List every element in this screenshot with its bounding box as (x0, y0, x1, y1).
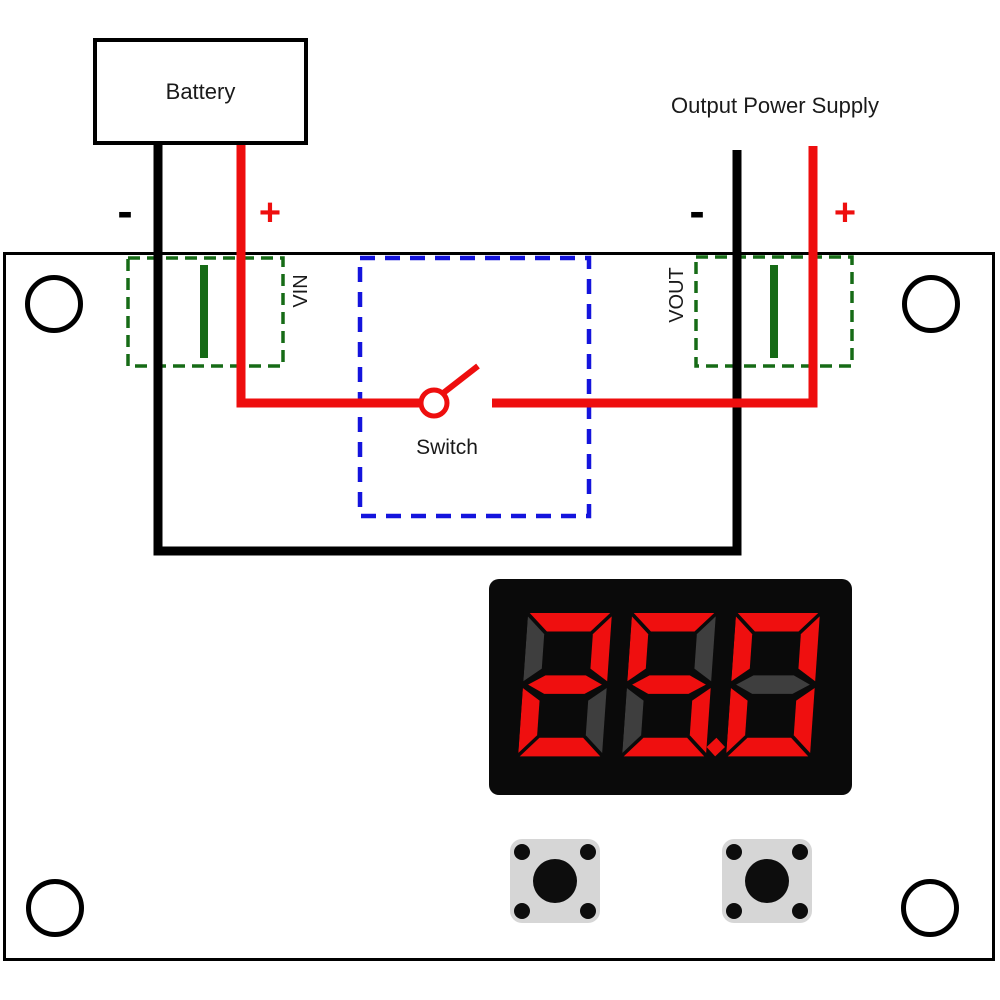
seven-segment-digit (726, 613, 820, 757)
button-pin-icon (726, 844, 742, 860)
output-plus-sign: + (833, 192, 857, 234)
segment-g (632, 675, 706, 694)
segment-f (627, 616, 649, 682)
switch-region-box (357, 255, 592, 519)
segment-a (529, 613, 611, 632)
segment-c (793, 688, 815, 753)
button-pin-icon (514, 903, 530, 919)
battery-block: Battery (93, 38, 308, 145)
segment-b (798, 616, 820, 682)
positive-wire-output-side (492, 146, 818, 408)
switch-contact-circle (418, 387, 450, 419)
seven-segment-digits (518, 613, 840, 758)
mounting-hole-top-left (25, 275, 83, 333)
vout-terminal-bar (770, 265, 778, 358)
seven-segment-display (489, 579, 852, 795)
vout-label: VOUT (666, 267, 688, 323)
output-power-supply-label: Output Power Supply (671, 93, 879, 118)
segment-b (694, 616, 716, 682)
segment-e (726, 688, 748, 753)
output-minus-sign: - (689, 185, 705, 237)
button-pin-icon (792, 903, 808, 919)
vin-label: VIN (290, 274, 312, 308)
battery-label: Battery (165, 78, 236, 104)
segment-g (736, 675, 810, 694)
negative-wire (153, 145, 742, 556)
segment-f (731, 616, 753, 682)
button-plunger-icon (533, 859, 577, 903)
mounting-hole-bottom-right (901, 879, 959, 937)
switch-arm (440, 363, 480, 397)
button-pin-icon (726, 903, 742, 919)
decimal-point (706, 737, 726, 757)
seven-segment-digit (518, 613, 612, 757)
button-pin-icon (514, 844, 530, 860)
segment-a (633, 613, 715, 632)
mounting-hole-bottom-left (26, 879, 84, 937)
vin-terminal-box (126, 256, 285, 368)
vin-terminal-bar (200, 265, 208, 358)
segment-g (528, 675, 602, 694)
tact-button-left (510, 839, 600, 923)
mounting-hole-top-right (902, 275, 960, 333)
button-pin-icon (580, 903, 596, 919)
segment-e (622, 688, 644, 753)
battery-minus-sign: - (117, 185, 133, 237)
segment-d (519, 737, 601, 757)
switch-label: Switch (416, 436, 478, 459)
segment-d (727, 737, 809, 757)
positive-wire-battery-side (236, 145, 421, 408)
vout-terminal-box (694, 255, 854, 368)
segment-c (689, 688, 711, 753)
button-plunger-icon (745, 859, 789, 903)
segment-f (523, 616, 545, 682)
segment-b (590, 616, 612, 682)
battery-plus-sign: + (258, 192, 282, 234)
segment-c (585, 688, 607, 753)
button-pin-icon (792, 844, 808, 860)
button-pin-icon (580, 844, 596, 860)
seven-segment-digit (622, 613, 726, 757)
segment-e (518, 688, 540, 753)
segment-a (737, 613, 819, 632)
tact-button-right (722, 839, 812, 923)
segment-d (623, 737, 705, 757)
